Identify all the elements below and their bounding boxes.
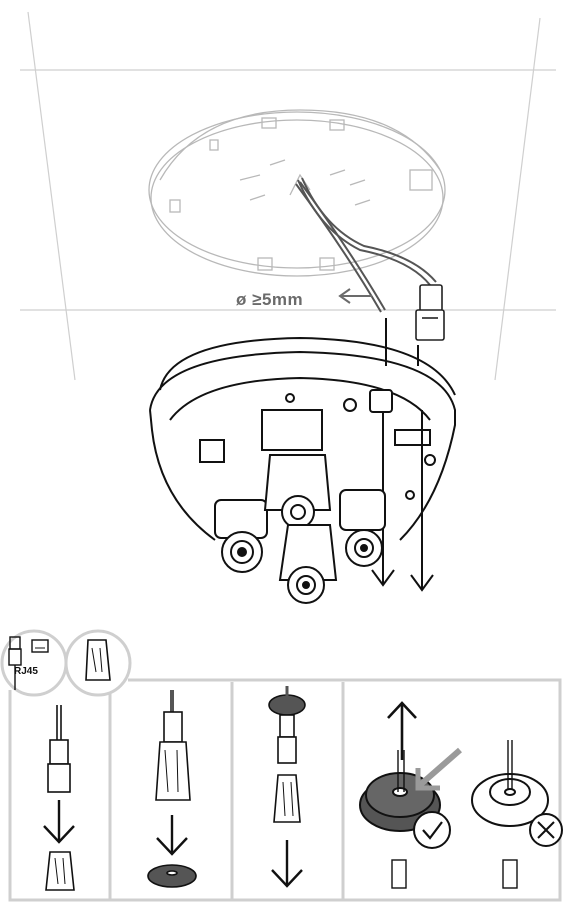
cable-boot-icon [64, 629, 132, 697]
panel-4-wrong [471, 740, 549, 889]
camera-lens-left [214, 499, 268, 573]
camera-body [149, 336, 456, 541]
panel-1-step [43, 705, 75, 891]
mounting-plate [148, 109, 446, 277]
cable-diameter-arrow [338, 288, 372, 304]
camera-lens-center [263, 454, 338, 604]
rj45-label: RJ45 [14, 666, 38, 677]
instruction-frame [8, 678, 562, 902]
check-circle-icon [413, 811, 451, 849]
rj45-connector-icon [0, 629, 68, 697]
ceiling-outline [20, 11, 556, 381]
panel-3-step [268, 686, 306, 888]
panel-2-step [147, 690, 197, 888]
drop-lines [371, 318, 434, 592]
rj45-plug [415, 284, 445, 341]
camera-lens-right [339, 489, 386, 567]
cable-diameter-label: ø ≥5mm [236, 290, 304, 309]
panel-4-correct [359, 701, 462, 889]
cable [295, 177, 437, 313]
cross-circle-icon [529, 813, 563, 847]
